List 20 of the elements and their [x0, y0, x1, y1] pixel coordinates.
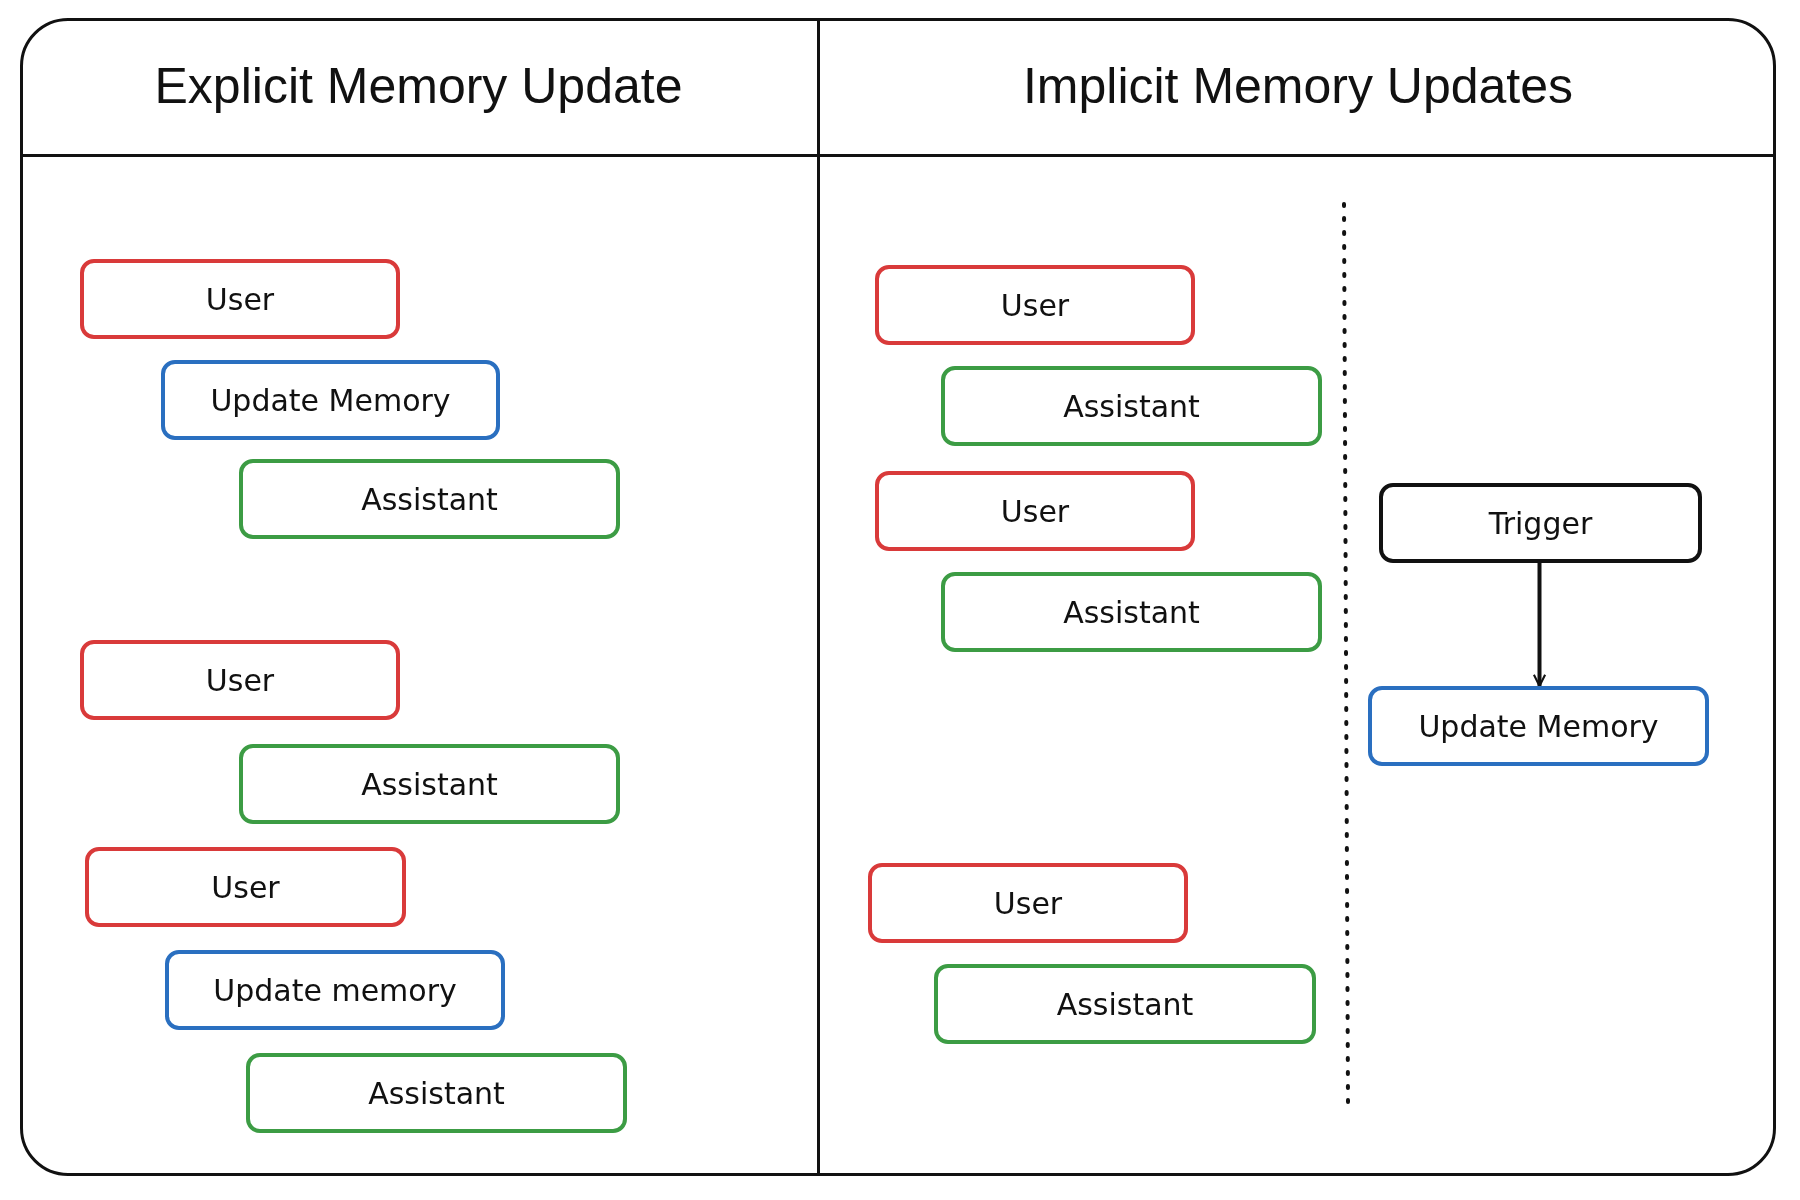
panel-heading: Explicit Memory Update — [20, 18, 817, 157]
action-box: Update Memory — [1368, 686, 1709, 766]
message-box: User — [875, 265, 1195, 345]
message-box: Assistant — [941, 572, 1322, 652]
action-box: Update memory — [165, 950, 505, 1030]
message-box: User — [85, 847, 406, 927]
message-box: Assistant — [239, 744, 620, 824]
panel-heading: Implicit Memory Updates — [820, 18, 1776, 157]
message-box: Assistant — [239, 459, 620, 539]
arrow — [1532, 563, 1547, 688]
action-box: Update Memory — [161, 360, 500, 440]
message-box: User — [875, 471, 1195, 551]
message-box: Assistant — [934, 964, 1316, 1044]
message-box: Assistant — [246, 1053, 627, 1133]
message-box: User — [868, 863, 1188, 943]
trigger-box: Trigger — [1379, 483, 1702, 563]
message-box: User — [80, 640, 400, 720]
message-box: User — [80, 259, 400, 339]
panel — [20, 18, 820, 1176]
message-box: Assistant — [941, 366, 1322, 446]
